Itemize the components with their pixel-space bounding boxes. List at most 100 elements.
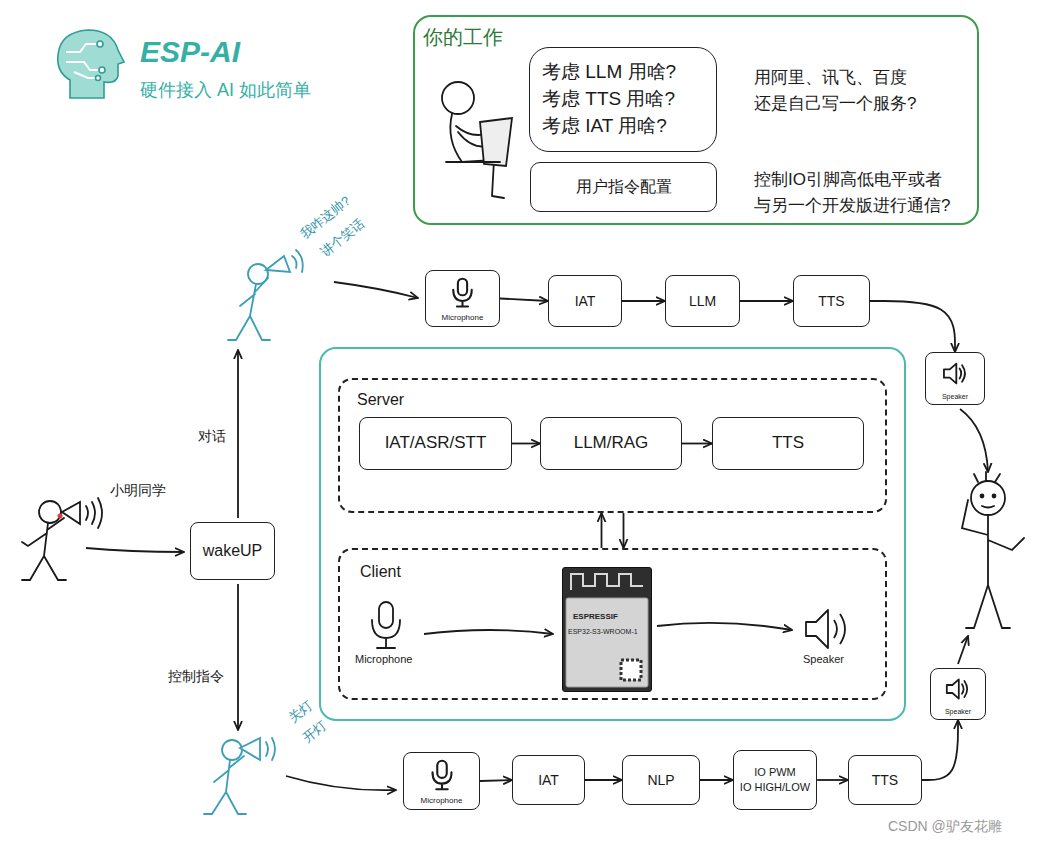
shield-can — [566, 598, 648, 687]
device-box: Speaker — [930, 668, 986, 720]
flow-arrow — [657, 623, 792, 630]
flow-connector — [922, 720, 958, 780]
speaker-icon — [947, 679, 959, 698]
process-box: IO PWM IO HIGH/LOW — [733, 750, 817, 810]
microphone-icon — [453, 279, 472, 307]
flow-arrow — [237, 584, 239, 730]
chip-module: ESPRESSIFESP32-S3-WROOM-1 — [562, 567, 652, 692]
logo-icon — [58, 30, 124, 98]
laptop-person — [450, 114, 462, 162]
box-label: LLM — [689, 293, 716, 310]
flow-connector — [682, 443, 712, 445]
group-box: ClientESPRESSIFESP32-S3-WROOM-1 — [338, 548, 887, 700]
box-label: 用户指令配置 — [576, 177, 672, 196]
speaking-person — [39, 501, 61, 523]
speaking-person — [22, 518, 66, 580]
speaker-icon — [942, 673, 974, 705]
box-label: Microphone — [442, 313, 484, 323]
client-microphone-icon — [372, 602, 400, 648]
box-label: TTS — [872, 772, 898, 789]
flow-connector — [500, 299, 548, 302]
process-box: TTS — [793, 275, 870, 327]
laptop-person — [480, 118, 512, 166]
box-label: Microphone — [421, 796, 463, 806]
laptop-person — [446, 161, 500, 163]
box-label: NLP — [647, 772, 674, 789]
speaking-person — [58, 514, 63, 519]
box-label: Speaker — [945, 708, 971, 716]
flow-connector — [700, 779, 733, 781]
box-label: ESP32-S3-WROOM-1 — [568, 628, 638, 636]
flow-arrow — [334, 282, 418, 298]
qr-code — [621, 660, 641, 680]
listening-person — [974, 472, 1000, 482]
annotation-label: 控制指令 — [168, 668, 224, 685]
speaking-person — [204, 756, 246, 814]
flow-connector — [870, 301, 955, 352]
panel-note: 控制IO引脚高低电平或者 与另一个开发版进行通信? — [754, 167, 956, 218]
process-box: TTS — [848, 755, 922, 805]
box-label: 考虑 LLM 用啥? — [542, 61, 676, 84]
microphone-icon — [453, 290, 472, 307]
flow-connector — [622, 300, 665, 302]
listening-person — [971, 481, 1005, 515]
logo-icon — [99, 67, 105, 73]
process-box: 考虑 LLM 用啥?考虑 TTS 用啥?考虑 IAT 用啥? — [529, 47, 717, 152]
speaker-icon — [947, 679, 967, 698]
speaker-icon — [959, 365, 964, 382]
speaking-person — [228, 278, 270, 340]
client-speaker-icon — [806, 610, 845, 648]
flow-arrow — [958, 636, 968, 664]
watermark: CSDN @驴友花雕 — [888, 818, 1002, 835]
process-box: wakeUP — [190, 522, 275, 580]
flow-arrow — [960, 409, 988, 472]
microphone-icon — [458, 279, 467, 296]
process-box: NLP — [622, 755, 700, 805]
microphone-icon — [437, 761, 447, 778]
listening-person — [982, 506, 994, 508]
device-box: Microphone — [403, 752, 480, 810]
box-label: Speaker — [942, 393, 968, 401]
device-box: Microphone — [425, 270, 500, 327]
annotation-label: 硬件接入 AI 如此简单 — [140, 80, 311, 102]
process-box: IAT — [548, 275, 622, 327]
antenna-trace — [571, 574, 643, 590]
flow-connector — [480, 780, 512, 781]
flow-connector — [817, 779, 848, 781]
laptop-person — [442, 82, 474, 114]
process-box: TTS — [712, 417, 864, 470]
panel-note: 用阿里、讯飞、百度 还是自己写一个服务? — [754, 65, 921, 116]
speaking-person — [292, 250, 303, 272]
box-label: IAT — [538, 772, 559, 789]
speaking-person — [266, 256, 290, 272]
flow-arrow — [86, 282, 988, 790]
box-label: TTS — [772, 433, 804, 453]
client-speaker-icon — [834, 614, 845, 644]
client-speaker-icon — [806, 610, 828, 648]
annotation-label: Speaker — [803, 653, 844, 666]
box-label: IO PWM — [754, 766, 796, 779]
process-box: IAT/ASR/STT — [359, 417, 512, 470]
group-heading: Server — [357, 390, 404, 409]
microphone-icon — [444, 275, 481, 312]
box-label: IO HIGH/LOW — [740, 781, 810, 794]
flow-connector — [601, 513, 603, 548]
box-label: 考虑 IAT 用啥? — [542, 115, 667, 138]
client-microphone-icon — [379, 602, 393, 628]
process-box: 用户指令配置 — [530, 162, 717, 212]
laptop-person — [442, 82, 512, 198]
flow-connector — [585, 779, 622, 781]
microphone-icon — [423, 757, 461, 795]
device-box: Speaker — [925, 352, 985, 405]
process-box: LLM — [665, 275, 740, 327]
microphone-icon — [432, 761, 451, 790]
microphone-icon — [432, 772, 451, 789]
listening-person — [981, 495, 984, 498]
logo-icon — [96, 76, 101, 81]
process-box: LLM/RAG — [540, 417, 682, 470]
annotation-label: 关灯 — [285, 698, 315, 726]
speaking-person — [22, 498, 102, 580]
flow-arrow — [424, 630, 553, 634]
